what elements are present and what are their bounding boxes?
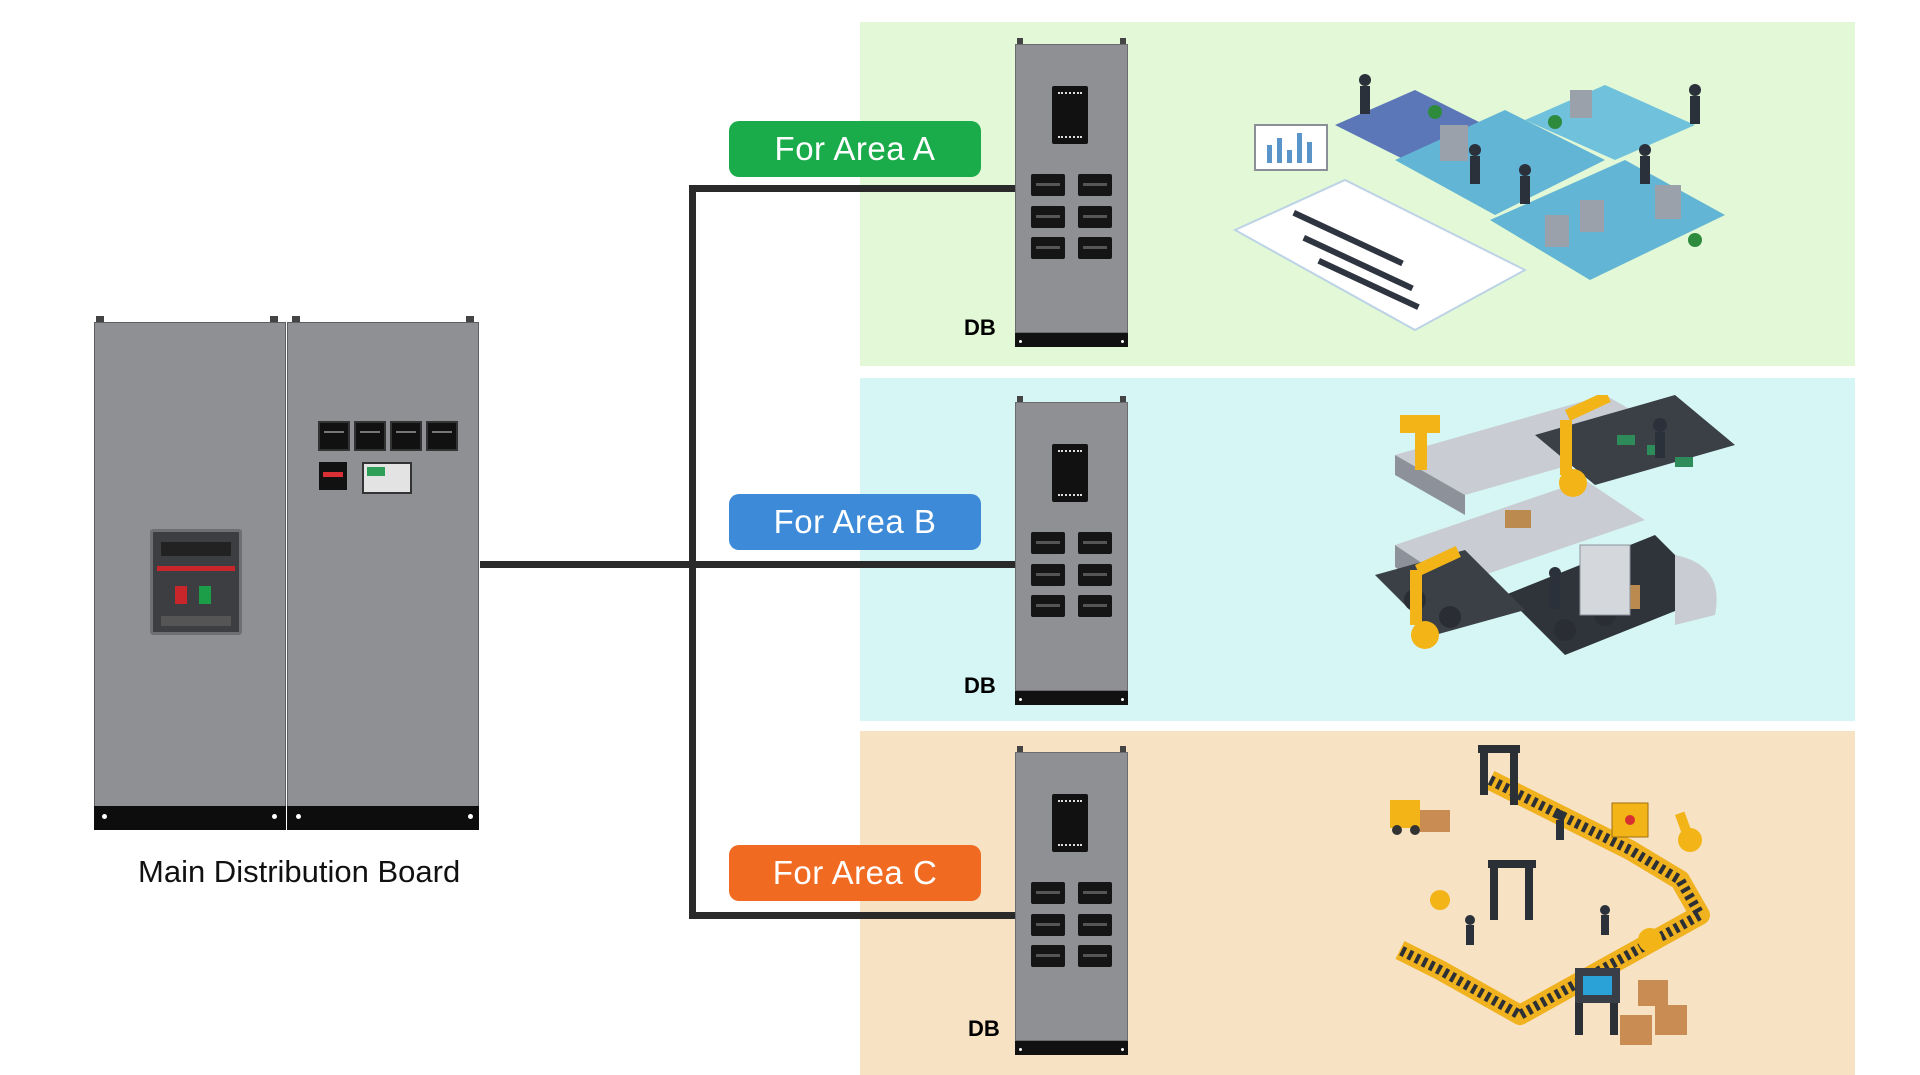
feeder-wire-area-a [689, 185, 1016, 192]
office-building-icon [1232, 74, 1725, 332]
db-branch-breaker-icon [1031, 237, 1065, 259]
area-b-label: For Area B [729, 494, 981, 550]
power-meter-icon [390, 421, 422, 451]
db-branch-breaker-icon [1078, 914, 1112, 936]
db-branch-breaker-icon [1031, 564, 1065, 586]
db-branch-breaker-icon [1078, 595, 1112, 617]
db-main-breaker-icon [1052, 794, 1088, 852]
busbar-vertical-wire [689, 185, 696, 919]
distribution-board-area-c [1015, 746, 1128, 1055]
db-branch-breaker-icon [1031, 174, 1065, 196]
db-branch-breaker-icon [1078, 174, 1112, 196]
factory-floor-icon [1390, 745, 1710, 1045]
main-distribution-board [94, 316, 480, 830]
indicator-panel-icon [319, 462, 347, 490]
mdb-left-door [94, 322, 286, 810]
db-main-breaker-icon [1052, 444, 1088, 502]
db-branch-breaker-icon [1031, 532, 1065, 554]
db-label-area-c: DB [968, 1016, 1000, 1041]
db-branch-breaker-icon [1078, 564, 1112, 586]
distribution-board-area-a [1015, 38, 1128, 347]
robotic-assembly-line-icon [1375, 395, 1735, 655]
area-c-label: For Area C [729, 845, 981, 901]
area-a-label: For Area A [729, 121, 981, 177]
db-branch-breaker-icon [1031, 882, 1065, 904]
feeder-wire-main [480, 561, 1016, 568]
air-circuit-breaker-icon [150, 529, 242, 635]
db-label-area-a: DB [964, 315, 996, 340]
mdb-right-door [287, 322, 479, 810]
power-meter-icon [354, 421, 386, 451]
control-display-icon [362, 462, 412, 494]
db-branch-breaker-icon [1078, 237, 1112, 259]
db-branch-breaker-icon [1078, 532, 1112, 554]
db-branch-breaker-icon [1078, 206, 1112, 228]
distribution-board-area-b [1015, 396, 1128, 705]
db-main-breaker-icon [1052, 86, 1088, 144]
db-branch-breaker-icon [1031, 945, 1065, 967]
power-meter-icon [318, 421, 350, 451]
db-branch-breaker-icon [1031, 914, 1065, 936]
main-distribution-board-label: Main Distribution Board [138, 854, 461, 889]
power-meter-icon [426, 421, 458, 451]
feeder-wire-area-c [689, 912, 1016, 919]
db-branch-breaker-icon [1078, 882, 1112, 904]
db-branch-breaker-icon [1031, 206, 1065, 228]
db-branch-breaker-icon [1078, 945, 1112, 967]
db-branch-breaker-icon [1031, 595, 1065, 617]
db-label-area-b: DB [964, 673, 996, 698]
